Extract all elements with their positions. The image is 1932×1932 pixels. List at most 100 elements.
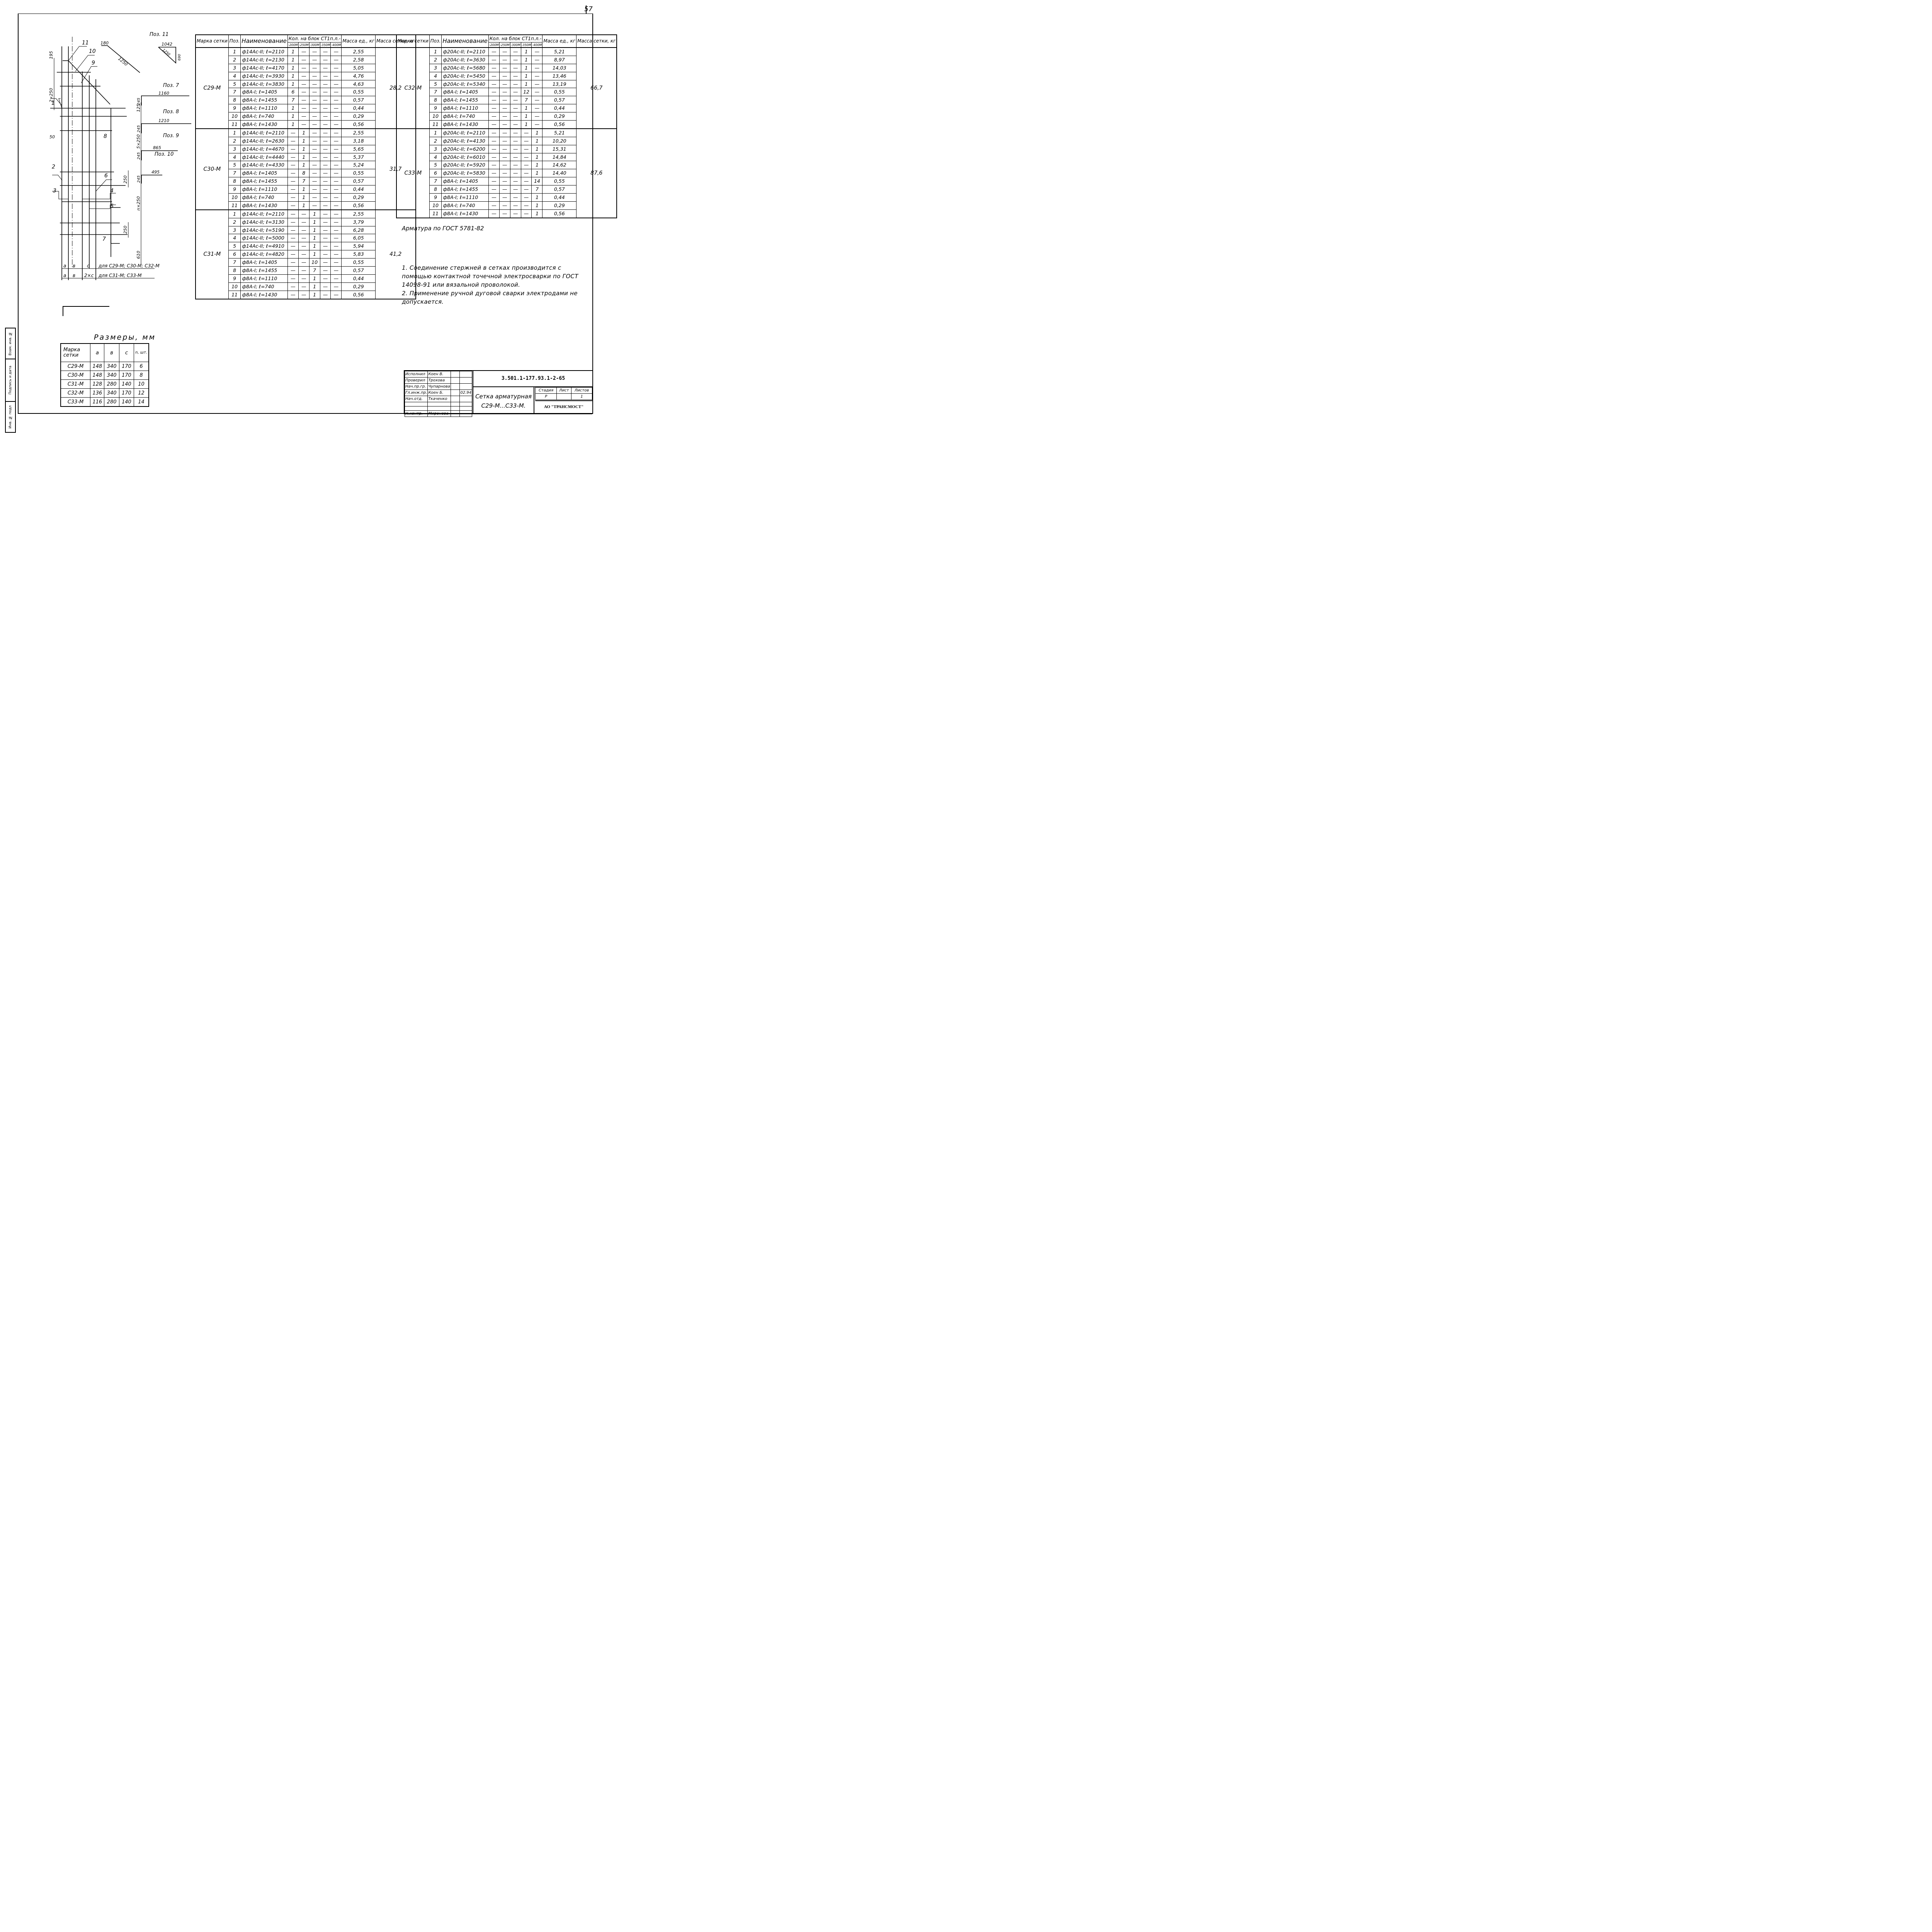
quantity-cell: — xyxy=(320,185,331,194)
signer-role: Нач.отд. xyxy=(404,396,428,402)
signer-signature xyxy=(450,396,460,402)
header-name: Наименование xyxy=(240,34,288,48)
quantity-cell: — xyxy=(330,112,342,121)
callout-1: 1 xyxy=(51,100,55,106)
position-number: 7 xyxy=(429,177,442,186)
quantity-cell: — xyxy=(287,169,299,178)
bent-bar-11-title: Поз. 11 xyxy=(150,32,168,37)
dim-b-1: в xyxy=(73,263,75,269)
unit-mass: 0,55 xyxy=(341,88,376,97)
quantity-cell: 1 xyxy=(520,120,532,129)
bent-bar-8 xyxy=(141,123,191,133)
signer-role: Исполнил xyxy=(404,371,428,378)
quantity-cell: — xyxy=(320,55,331,64)
quantity-cell: 1 xyxy=(520,55,532,64)
unit-mass: 10,20 xyxy=(542,136,577,145)
quantity-cell: — xyxy=(499,47,510,56)
item-name: ф14Ас-II; ℓ=4820 xyxy=(240,250,288,259)
unit-mass: 0,57 xyxy=(542,185,577,194)
position-number: 2 xyxy=(429,55,442,64)
quantity-cell: — xyxy=(298,218,310,226)
position-number: 9 xyxy=(228,185,241,194)
unit-mass: 15,31 xyxy=(542,145,577,153)
quantity-cell: — xyxy=(320,145,331,153)
sheet-title: Сетка арматурная С29-М...С33-М. xyxy=(473,387,534,413)
header-qty-250: -250М xyxy=(499,42,510,48)
bent-bar-7-length: 1160 xyxy=(158,91,169,96)
quantity-cell: — xyxy=(510,177,521,186)
sheet-label: Лист xyxy=(556,387,572,394)
quantity-cell: 1 xyxy=(309,250,320,259)
signer-role xyxy=(404,406,428,411)
quantity-cell: — xyxy=(320,201,331,210)
signer-date xyxy=(459,377,472,384)
callout-11: 11 xyxy=(82,40,89,46)
rebar-standard-note: Арматура по ГОСТ 5781-82 xyxy=(402,225,484,232)
item-name: ф8А-I; ℓ=1430 xyxy=(240,201,288,210)
signer-date xyxy=(459,396,472,402)
quantity-cell: 7 xyxy=(309,266,320,275)
position-number: 8 xyxy=(429,185,442,194)
position-number: 5 xyxy=(429,80,442,88)
quantity-cell: 14 xyxy=(531,177,543,186)
item-name: ф8А-I; ℓ=1110 xyxy=(441,104,489,113)
unit-mass: 0,56 xyxy=(542,120,577,129)
quantity-cell: — xyxy=(287,209,299,218)
header-qty-300: -300М xyxy=(309,42,320,48)
quantity-cell: — xyxy=(488,136,500,145)
quantity-cell: — xyxy=(330,71,342,80)
spec-table-left: Марка сетки Поз. Наименование Кол. на бл… xyxy=(195,34,417,299)
position-number: 5 xyxy=(228,161,241,170)
quantity-cell: — xyxy=(488,201,500,210)
quantity-cell: — xyxy=(510,63,521,72)
position-number: 1 xyxy=(228,128,241,137)
bent-bar-11 xyxy=(101,45,140,73)
quantity-cell: — xyxy=(499,177,510,186)
dims-value: 136 xyxy=(90,388,105,398)
position-number: 10 xyxy=(228,112,241,121)
quantity-cell: — xyxy=(510,55,521,64)
unit-mass: 5,94 xyxy=(341,242,376,251)
bent-bar-10 xyxy=(141,175,162,184)
header-qty-400: -400М xyxy=(531,42,543,48)
quantity-cell: — xyxy=(330,274,342,283)
quantity-cell: — xyxy=(298,71,310,80)
item-name: ф20Ас-II; ℓ=5830 xyxy=(441,169,489,178)
quantity-cell: — xyxy=(499,55,510,64)
quantity-cell: — xyxy=(320,161,331,170)
unit-mass: 0,29 xyxy=(542,112,577,121)
stamp-original-inv: Инв. № подл xyxy=(5,401,15,432)
position-number: 1 xyxy=(429,47,442,56)
item-name: ф20Ас-II; ℓ=6200 xyxy=(441,145,489,153)
quantity-cell: — xyxy=(330,234,342,243)
quantity-cell: — xyxy=(499,145,510,153)
dims-value: 170 xyxy=(119,388,134,398)
quantity-cell: — xyxy=(499,128,510,137)
quantity-cell: — xyxy=(488,209,500,218)
bent-bar-8-title: Поз. 8 xyxy=(163,109,179,115)
quantity-cell: — xyxy=(488,169,500,178)
unit-mass: 0,29 xyxy=(341,282,376,291)
quantity-cell: — xyxy=(330,63,342,72)
quantity-cell: — xyxy=(520,177,532,186)
item-name: ф8А-I; ℓ=1430 xyxy=(240,290,288,299)
signer-date: 02.94 xyxy=(459,389,472,396)
quantity-cell: — xyxy=(499,201,510,210)
quantity-cell: — xyxy=(320,274,331,283)
item-name: ф14Ас-II; ℓ=2110 xyxy=(240,47,288,56)
dims-header-a: a xyxy=(90,343,105,362)
dim-c-2: 2×c xyxy=(84,273,94,278)
quantity-cell: — xyxy=(287,193,299,202)
quantity-cell: — xyxy=(287,282,299,291)
unit-mass: 0,57 xyxy=(542,96,577,105)
unit-mass: 0,56 xyxy=(341,290,376,299)
dim-250a: 250 xyxy=(123,175,128,184)
quantity-cell: — xyxy=(309,55,320,64)
